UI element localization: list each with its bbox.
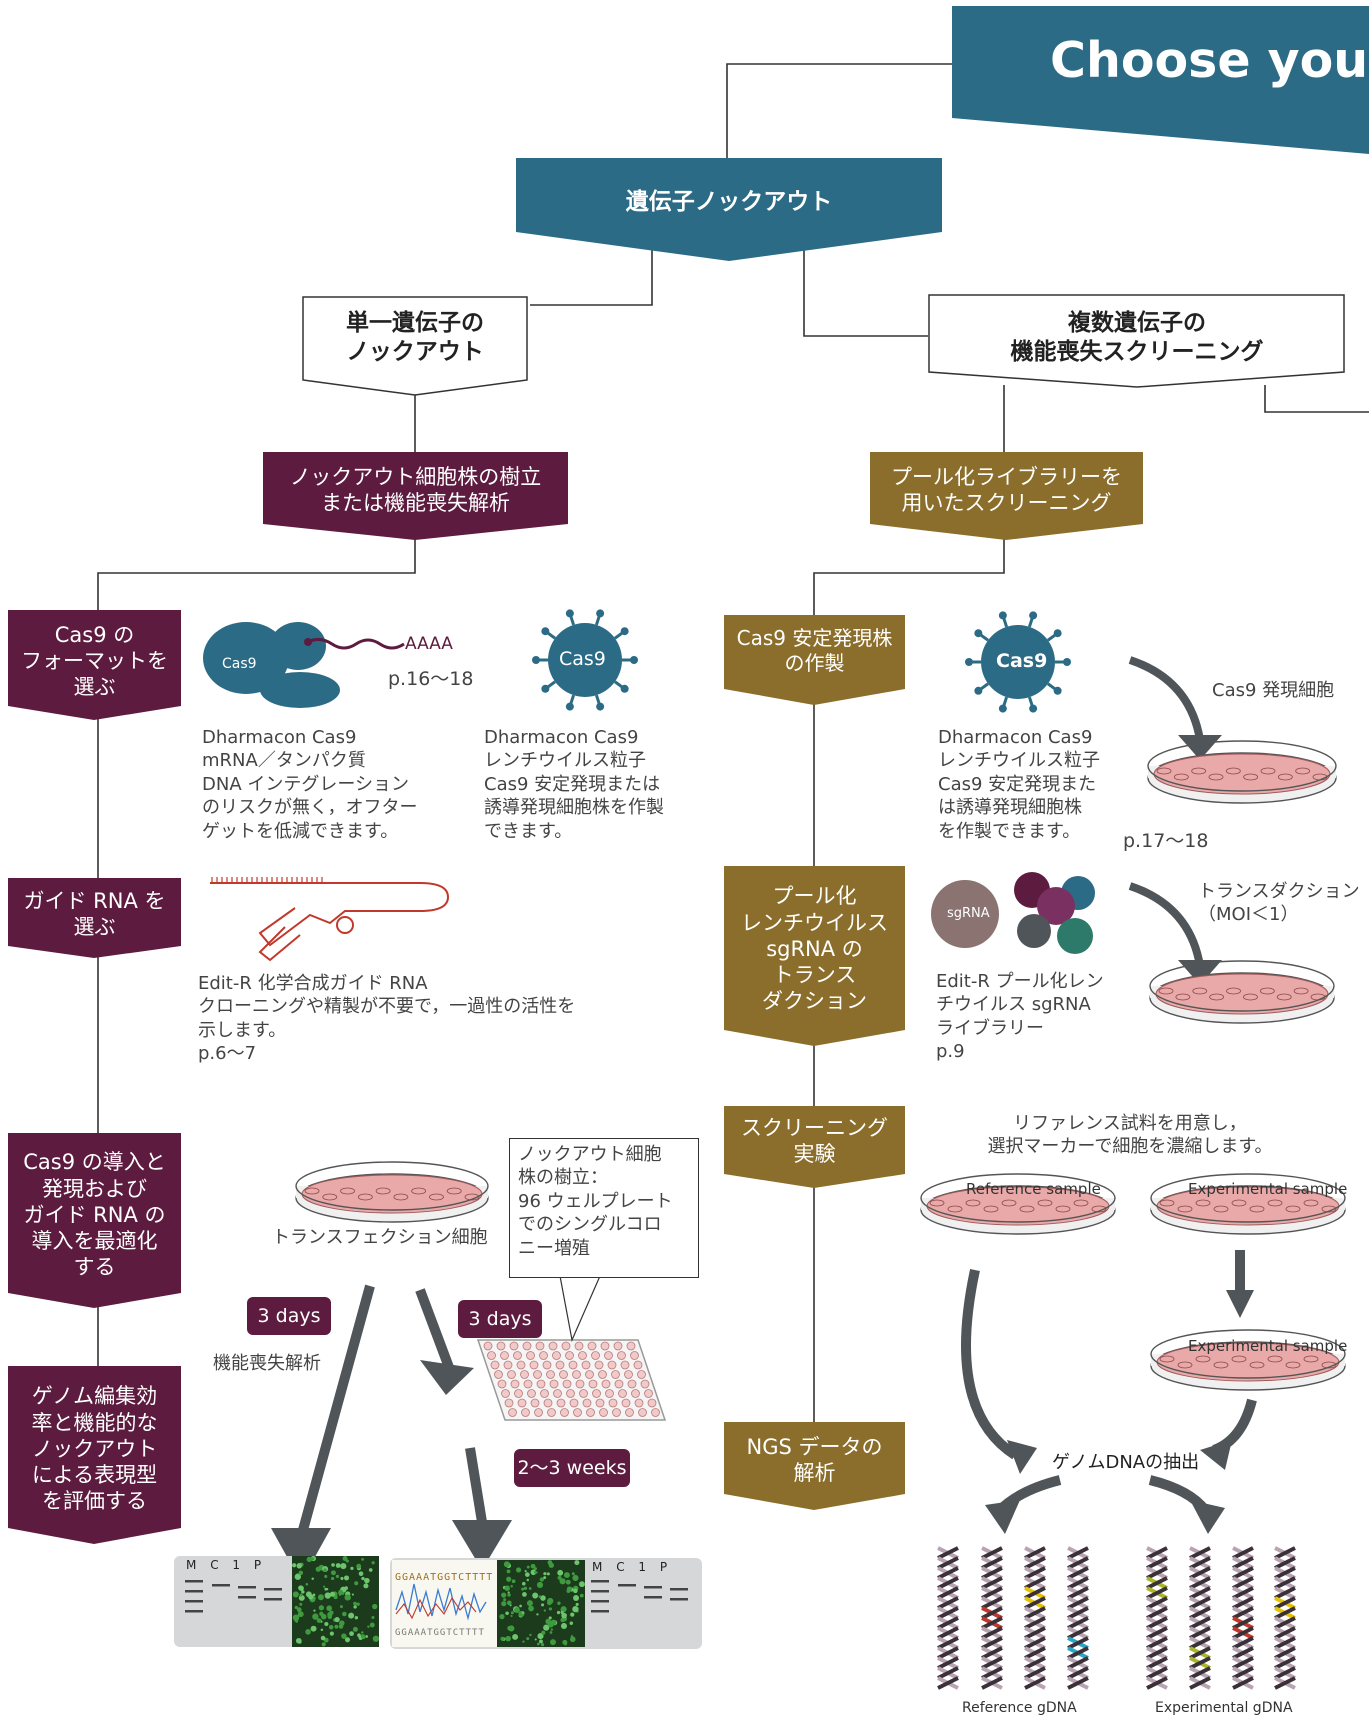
experimental-gdna-label: Experimental gDNA (1155, 1700, 1293, 1716)
lane-m: M (592, 1560, 603, 1574)
cas9-cells-label: Cas9 発現細胞 (1212, 680, 1335, 701)
right-branch-bg (870, 452, 1143, 540)
gel-lanes-right: M C 1 P (592, 1560, 667, 1574)
step-evaluate-bg (8, 1366, 181, 1544)
lane-c: C (210, 1558, 219, 1572)
single-gene-box-bg (302, 296, 528, 396)
knockout-box-bg (516, 158, 942, 261)
functional-analysis-label: 機能喪失解析 (213, 1353, 321, 1374)
guide-rna-icon (210, 882, 450, 962)
pooled-description: Edit-R プール化レン チウイルス sgRNA ライブラリー p.9 (936, 971, 1104, 1063)
step-stable-line: Cas9 安定発現株 の作製 (736, 626, 893, 675)
virus-label-left: Cas9 (559, 648, 606, 670)
header-banner (952, 6, 1369, 154)
mrna-description: Dharmacon Cas9 mRNA／タンパク質 DNA インテグレーション … (202, 727, 418, 842)
pill-3days-left: 3 days (247, 1297, 331, 1335)
sgrna-virus-icon (931, 872, 1095, 954)
sequencing-result (390, 1558, 702, 1649)
knockout-box: 遺伝子ノックアウト (625, 189, 833, 216)
screening-note: リファレンス試料を用意し， 選択マーカーで細胞を濃縮します。 (987, 1113, 1273, 1158)
pill-weeks: 2〜3 weeks (514, 1449, 630, 1487)
lane-p: P (253, 1558, 262, 1572)
guide-rna-ticks (211, 877, 323, 883)
step-ngs: NGS データの 解析 (746, 1434, 883, 1485)
page-ref-stable: p.17〜18 (1123, 830, 1209, 852)
lane-c: C (616, 1560, 625, 1574)
step-cas9-format-bg (8, 610, 181, 720)
single-gene-box: 単一遺伝子の ノックアウト (346, 310, 484, 365)
experimental-sample-label-2: Experimental sample (1188, 1337, 1348, 1355)
cas9-virus-icon (532, 609, 638, 711)
reference-gdna-label: Reference gDNA (962, 1700, 1077, 1716)
knockout-callout: ノックアウト細胞 株の樹立： 96 ウェルプレート でのシングルコロ ニー増殖 (509, 1138, 699, 1278)
step-screening-bg (724, 1106, 905, 1188)
transduction-label: トランスダクション （MOI＜1） (1198, 881, 1360, 926)
page-title: Choose your (1050, 32, 1369, 89)
virus-label-right: Cas9 (996, 650, 1048, 672)
guide-rna-description: Edit-R 化学合成ガイド RNA クローニングや精製が不要で，一過性の活性を… (198, 973, 576, 1065)
step-guide-rna-bg (8, 878, 181, 958)
step-screening: スクリーニング 実験 (741, 1115, 888, 1166)
multi-gene-box: 複数遺伝子の 機能喪失スクリーニング (1010, 310, 1264, 365)
well-plate-icon (476, 1339, 667, 1421)
gel-lanes-left: M C 1 P (186, 1558, 261, 1572)
pooled-library-box: プール化ライブラリーを 用いたスクリーニング (891, 464, 1122, 515)
virus-description-left: Dharmacon Cas9 レンチウイルス粒子 Cas9 安定発現または 誘導… (484, 727, 664, 842)
gel-result-left (174, 1555, 380, 1647)
step-evaluate: ゲノム編集効 率と機能的な ノックアウト による表現型 を評価する (31, 1384, 158, 1514)
page-ref-cas9: p.16〜18 (388, 668, 474, 690)
step-optimize-bg (8, 1133, 181, 1308)
gdna-extraction-label: ゲノムDNAの抽出 (1052, 1452, 1200, 1473)
step-transduction: プール化 レンチウイルス sgRNA の トランス ダクション (741, 884, 888, 1014)
experimental-sample-label: Experimental sample (1188, 1180, 1348, 1198)
step-transduction-bg (724, 866, 905, 1046)
cas9-protein-label: Cas9 (222, 656, 257, 672)
cas9-virus-icon-right (965, 611, 1071, 713)
callout-tail (559, 1275, 601, 1343)
virus-description-right: Dharmacon Cas9 レンチウイルス粒子 Cas9 安定発現また は誘導… (938, 727, 1100, 842)
dna-helix-icons (937, 1546, 1296, 1690)
lane-1: 1 (232, 1558, 241, 1572)
step-optimize: Cas9 の導入と 発現および ガイド RNA の 導入を最適化 する (23, 1150, 166, 1280)
sequence-text-top: GGAAATGGTCTTTT (395, 1572, 494, 1583)
connector-lines (97, 63, 1369, 1422)
dish-arrow-icons (1128, 656, 1204, 967)
step-cas9-format: Cas9 の フォーマットを 選ぶ (21, 622, 168, 700)
lane-m: M (186, 1558, 197, 1572)
transfection-dish-label: トランスフェクション細胞 (272, 1227, 488, 1248)
left-branch-bg (263, 452, 568, 540)
mrna-strand-icon (307, 637, 405, 650)
pill-3days-right: 3 days (458, 1300, 542, 1338)
knockout-line-box: ノックアウト細胞株の樹立 または機能喪失解析 (289, 464, 542, 515)
reference-sample-label: Reference sample (966, 1180, 1101, 1198)
sequence-text-bottom: GGAAATGGTCTTTT (395, 1628, 485, 1638)
cas9-protein-icon (203, 622, 340, 708)
lane-1: 1 (638, 1560, 647, 1574)
step-stable-line-bg (724, 615, 905, 705)
polya-label: AAAA (405, 634, 453, 654)
lane-p: P (659, 1560, 668, 1574)
sgrna-label: sgRNA (947, 906, 990, 921)
step-ngs-bg (724, 1422, 905, 1510)
petri-dish-icons (295, 740, 1346, 1391)
arrow-shafts (298, 1250, 1257, 1532)
multi-gene-box-bg (928, 294, 1345, 388)
step-guide-rna: ガイド RNA を 選ぶ (23, 888, 166, 939)
